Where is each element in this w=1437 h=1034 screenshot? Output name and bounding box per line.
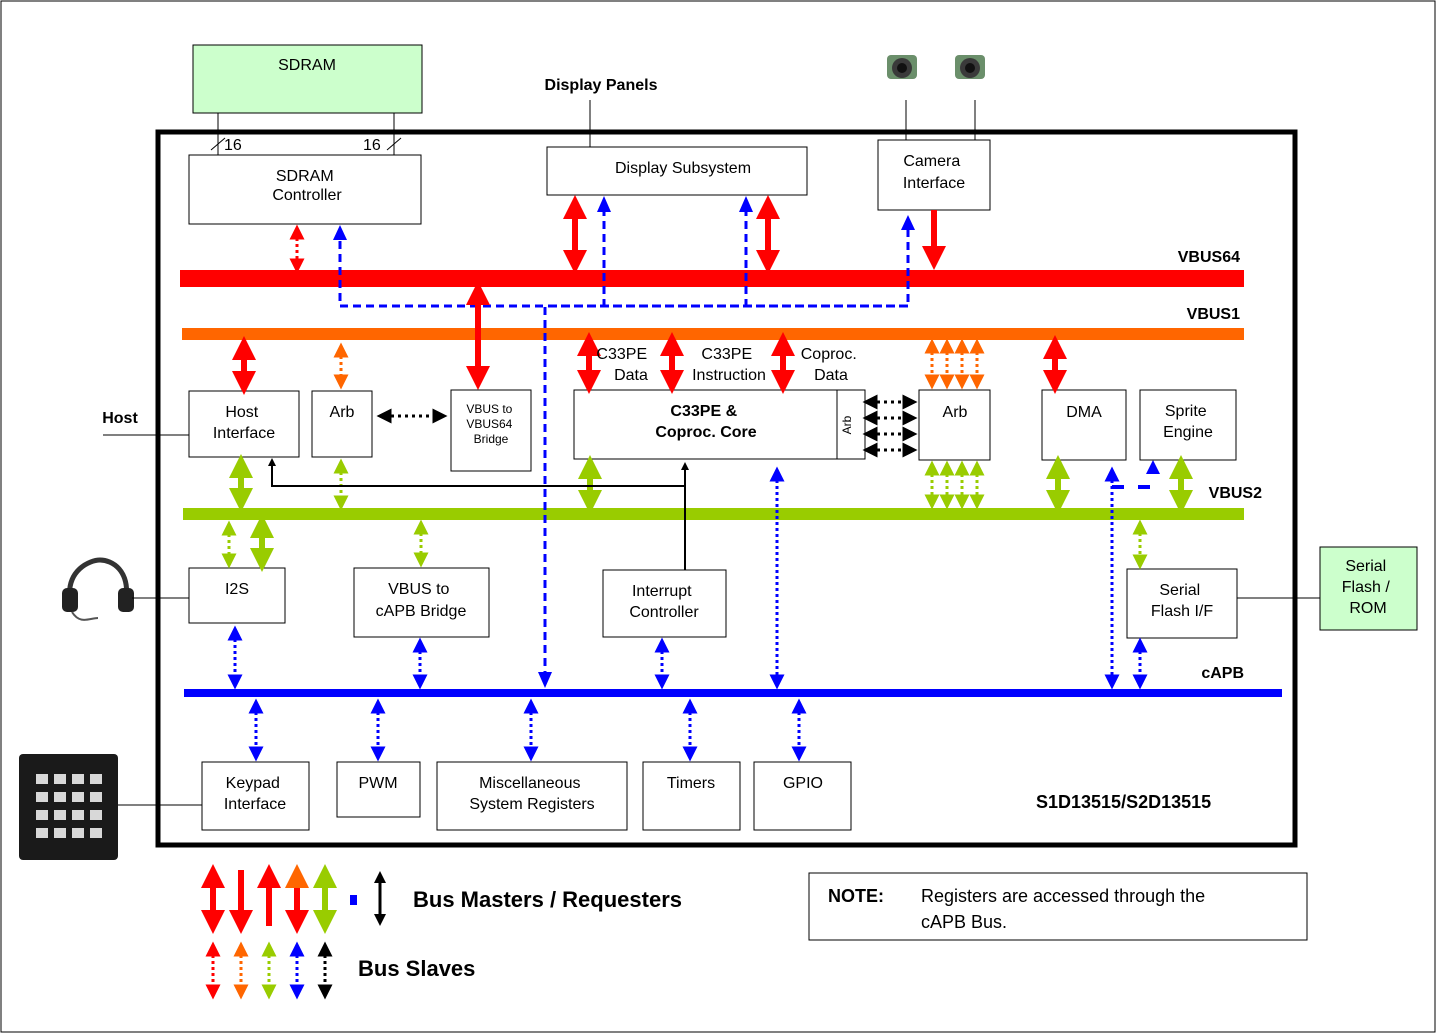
host-interface-block [188, 390, 300, 458]
display-dash-right-head [739, 196, 753, 212]
vbus1-bus [182, 328, 1244, 340]
core-block [573, 389, 866, 460]
chip-boundary [155, 129, 1298, 848]
sprite-engine-block [1139, 389, 1237, 461]
width-tick-left [210, 137, 226, 151]
camera-icon [887, 55, 917, 79]
note-line1: Registers are accessed through the [921, 886, 1205, 906]
bridge-to-misc-head [538, 672, 552, 688]
vbus64-bridge-label: VBUS to VBUS64 Bridge [466, 402, 515, 446]
serial-flash-if-label: Serial Flash I/F [1151, 582, 1213, 620]
arb-right-vbus2-arrows [924, 460, 985, 510]
vbus64-bridge-block [450, 389, 532, 472]
i2s-label: I2S [225, 581, 249, 598]
keypad-interface-block [201, 761, 310, 831]
camera-interface-label: Camera Interface [903, 153, 965, 192]
camera-icon [955, 55, 985, 79]
core-label: C33PE & Coproc. Core [655, 403, 756, 441]
pwm-block [336, 761, 421, 818]
interrupt-controller-label: Interrupt Controller [629, 583, 699, 621]
core-arb-links [862, 394, 918, 458]
display-subsystem-label: Display Subsystem [615, 160, 751, 177]
dma-label: DMA [1066, 404, 1102, 421]
sdram-block [192, 44, 423, 114]
core-arb-label: Arb [840, 415, 854, 434]
host-label: Host [102, 410, 138, 427]
keypad-icon [19, 754, 118, 860]
dma-sprite-head [1146, 460, 1160, 474]
arb-left-block [311, 390, 373, 458]
legend-slave-symbols [205, 941, 333, 1000]
bus-width-right: 16 [363, 137, 381, 154]
bus-width-left: 16 [224, 137, 242, 154]
arb-right-label: Arb [943, 404, 968, 421]
arb-left-label: Arb [330, 404, 355, 421]
legend-slaves-label: Bus Slaves [358, 956, 475, 981]
display-dash-left-head [597, 196, 611, 212]
gpio-label: GPIO [783, 775, 823, 792]
interrupt-controller-block [602, 569, 727, 638]
misc-registers-label: Miscellaneous System Registers [469, 775, 594, 813]
chip-label: S1D13515/S2D13515 [1036, 792, 1211, 812]
display-subsystem-block [546, 146, 808, 196]
arb-right-vbus1-arrows [924, 338, 985, 390]
sdram-label: SDRAM [278, 57, 336, 74]
core-instruction-label: C33PE Instruction [692, 346, 766, 384]
serial-flash-if-block [1126, 568, 1238, 639]
dma-block [1041, 389, 1127, 461]
capb-bridge-block [353, 567, 490, 638]
interrupt-host-line [268, 458, 686, 570]
keypad-interface-label: Keypad Interface [224, 775, 286, 813]
vbus1-to-vbus64-route [338, 228, 910, 308]
capb-label: cAPB [1201, 665, 1244, 682]
sprite-engine-label: Sprite Engine [1163, 403, 1213, 441]
width-tick-right [386, 137, 402, 151]
legend-masters-label: Bus Masters / Requesters [413, 887, 682, 912]
timers-label: Timers [667, 775, 715, 792]
core-coproc-label: Coproc. Data [801, 346, 861, 384]
note-box [808, 872, 1308, 941]
serial-flash-rom-label: Serial Flash / ROM [1342, 558, 1394, 617]
vbus2-label: VBUS2 [1209, 485, 1262, 502]
route-arrowhead-left [333, 225, 347, 240]
note-line2: cAPB Bus. [921, 912, 1007, 932]
route-arrowhead-right [901, 215, 915, 230]
sdram-controller-label: SDRAM Controller [272, 168, 342, 204]
i2s-block [188, 567, 286, 624]
arb-right-block [918, 389, 991, 461]
note-label: NOTE: [828, 886, 884, 906]
capb-bridge-label: VBUS to cAPB Bridge [376, 581, 467, 620]
vbus64-bus [180, 270, 1244, 287]
host-interface-label: Host Interface [213, 404, 275, 442]
vbus2-bus [183, 508, 1244, 520]
display-panels-label: Display Panels [545, 77, 658, 94]
sdram-controller-block [188, 154, 422, 225]
legend-master-symbols [201, 864, 386, 934]
pwm-label: PWM [358, 775, 397, 792]
camera-interface-block [877, 139, 991, 211]
vbus1-label: VBUS1 [1187, 306, 1240, 323]
timers-block [642, 761, 741, 831]
serial-flash-rom-block [1319, 546, 1418, 631]
headset-icon [62, 557, 134, 621]
bridge-to-misc-route [543, 304, 908, 672]
core-data-label: C33PE Data [596, 346, 651, 384]
misc-registers-block [436, 761, 628, 831]
vbus64-label: VBUS64 [1178, 249, 1240, 266]
gpio-block [753, 761, 852, 831]
capb-bus [184, 689, 1282, 697]
